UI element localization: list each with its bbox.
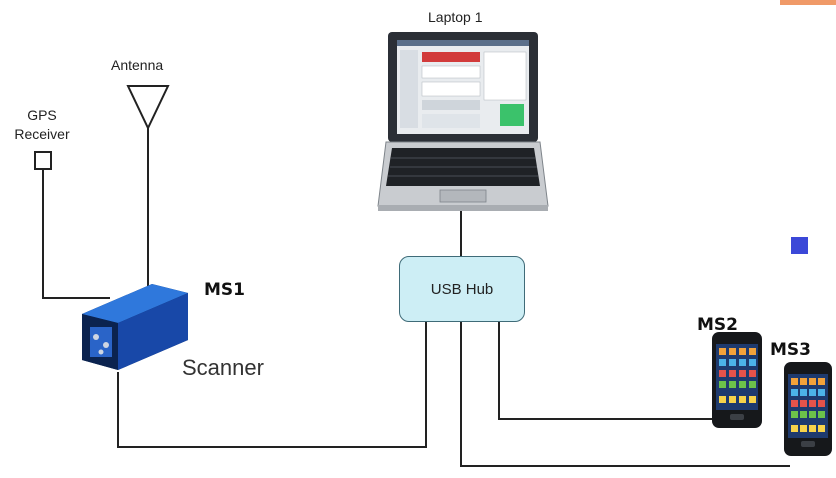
wire-hub-to-ms2 <box>498 322 718 420</box>
wire-scanner-to-hub <box>117 322 427 448</box>
usb-hub-label: USB Hub <box>430 280 494 298</box>
gps-receiver-label: GPS Receiver <box>6 106 78 144</box>
gps-label-line1: GPS <box>27 107 57 123</box>
antenna-icon <box>126 85 170 131</box>
scanner-device-icon <box>82 284 188 370</box>
antenna-label: Antenna <box>111 57 164 73</box>
gps-label-line2: Receiver <box>14 126 70 142</box>
accent-bar <box>780 0 836 5</box>
connection-wires <box>42 128 790 467</box>
gps-receiver-icon <box>34 151 52 170</box>
laptop-label: Laptop 1 <box>428 9 483 25</box>
wire-gps-to-scanner <box>42 170 110 299</box>
ms3-label: MS3 <box>770 340 811 360</box>
smartphone-icon <box>784 362 832 456</box>
ms1-label: MS1 <box>204 280 245 300</box>
accent-square <box>791 237 808 254</box>
usb-hub: USB Hub <box>399 256 525 322</box>
wire-hub-to-ms3 <box>460 322 790 467</box>
scanner-label: Scanner <box>182 355 264 380</box>
smartphone-icon <box>712 332 762 428</box>
ms2-label: MS2 <box>697 315 738 335</box>
laptop-icon <box>377 32 549 211</box>
